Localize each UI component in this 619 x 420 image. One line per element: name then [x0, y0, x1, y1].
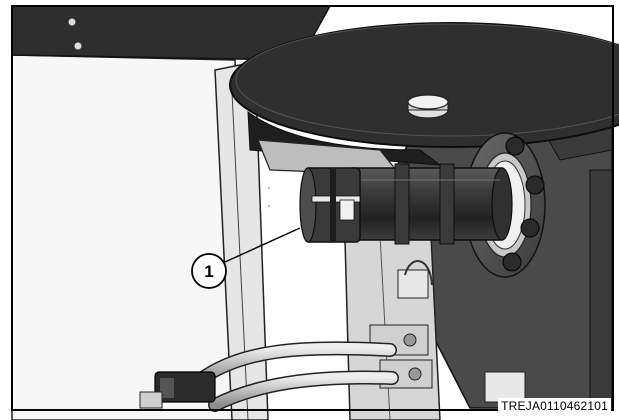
flange-bolt: [520, 218, 540, 238]
callout-number: 1: [204, 262, 213, 281]
callout-circle: [191, 253, 227, 289]
turntable-disc: [229, 22, 619, 148]
image-frame: [11, 5, 614, 411]
pin-cylinder: [351, 167, 503, 241]
flange-bolt: [525, 175, 545, 195]
image-id-label: TREJA0110462101: [498, 398, 611, 414]
flange-bolt: [502, 252, 522, 272]
callout-leader: [224, 227, 301, 263]
lower-plate: [344, 214, 441, 420]
flange-bolt: [505, 136, 525, 156]
